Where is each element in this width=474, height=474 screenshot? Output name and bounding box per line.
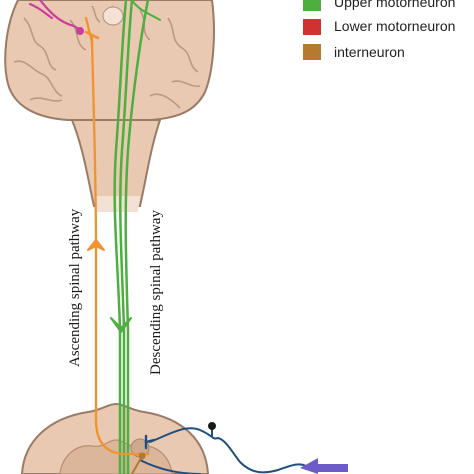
legend-swatch-upper bbox=[303, 0, 321, 11]
legend-item-interneuron: interneuron bbox=[303, 44, 405, 60]
receptor-head bbox=[208, 422, 216, 430]
brain bbox=[4, 0, 215, 121]
cortical-neuron-body bbox=[76, 27, 84, 35]
spinal-cord-section bbox=[20, 402, 210, 474]
upper-motorneuron bbox=[113, 0, 161, 474]
legend-label-interneuron: interneuron bbox=[334, 44, 405, 60]
legend-label-upper: Upper motorneuron bbox=[334, 0, 455, 10]
legend: Upper motorneuron Lower motorneuron inte… bbox=[303, 0, 455, 60]
legend-item-upper-motorneuron: Upper motorneuron bbox=[303, 0, 455, 11]
descending-arrow bbox=[110, 317, 132, 333]
interneuron-axon bbox=[131, 455, 143, 474]
ascending-arrow bbox=[87, 239, 105, 251]
stimulus-arrow bbox=[300, 458, 348, 474]
legend-swatch-lower bbox=[303, 19, 321, 35]
legend-swatch-interneuron bbox=[303, 44, 321, 60]
legend-item-lower-motorneuron: Lower motorneuron bbox=[303, 18, 455, 35]
ascending-pathway-label: Ascending spinal pathway bbox=[67, 208, 83, 367]
cortical-neuron bbox=[28, 0, 82, 32]
interneuron-synapse bbox=[144, 434, 156, 450]
descending-pathway-label: Descending spinal pathway bbox=[148, 210, 164, 375]
legend-label-lower: Lower motorneuron bbox=[334, 18, 455, 34]
ascending-synapse bbox=[84, 30, 100, 46]
ascending-path bbox=[84, 16, 150, 456]
medulla-fade bbox=[94, 196, 140, 212]
